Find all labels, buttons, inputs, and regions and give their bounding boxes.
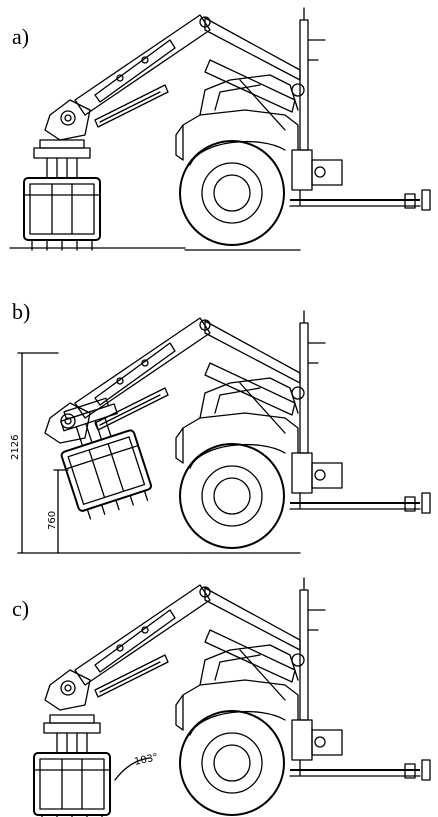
panel-b: b) 2126 760 bbox=[0, 285, 438, 560]
machine-drawing-a bbox=[9, 7, 431, 251]
dimension-lower-height: 760 bbox=[47, 511, 58, 530]
machine-drawing-b: 2126 760 bbox=[10, 310, 431, 554]
angle-annotation: 103° bbox=[133, 752, 159, 768]
panel-c: c) 103° bbox=[0, 570, 438, 817]
panel-b-label: b) bbox=[12, 299, 31, 324]
panel-c-label: c) bbox=[12, 596, 30, 621]
panel-a-label: a) bbox=[12, 24, 30, 49]
panel-a: a) bbox=[0, 0, 438, 270]
dimension-total-height: 2126 bbox=[10, 435, 21, 460]
machine-drawing-c: 103° bbox=[33, 577, 431, 817]
